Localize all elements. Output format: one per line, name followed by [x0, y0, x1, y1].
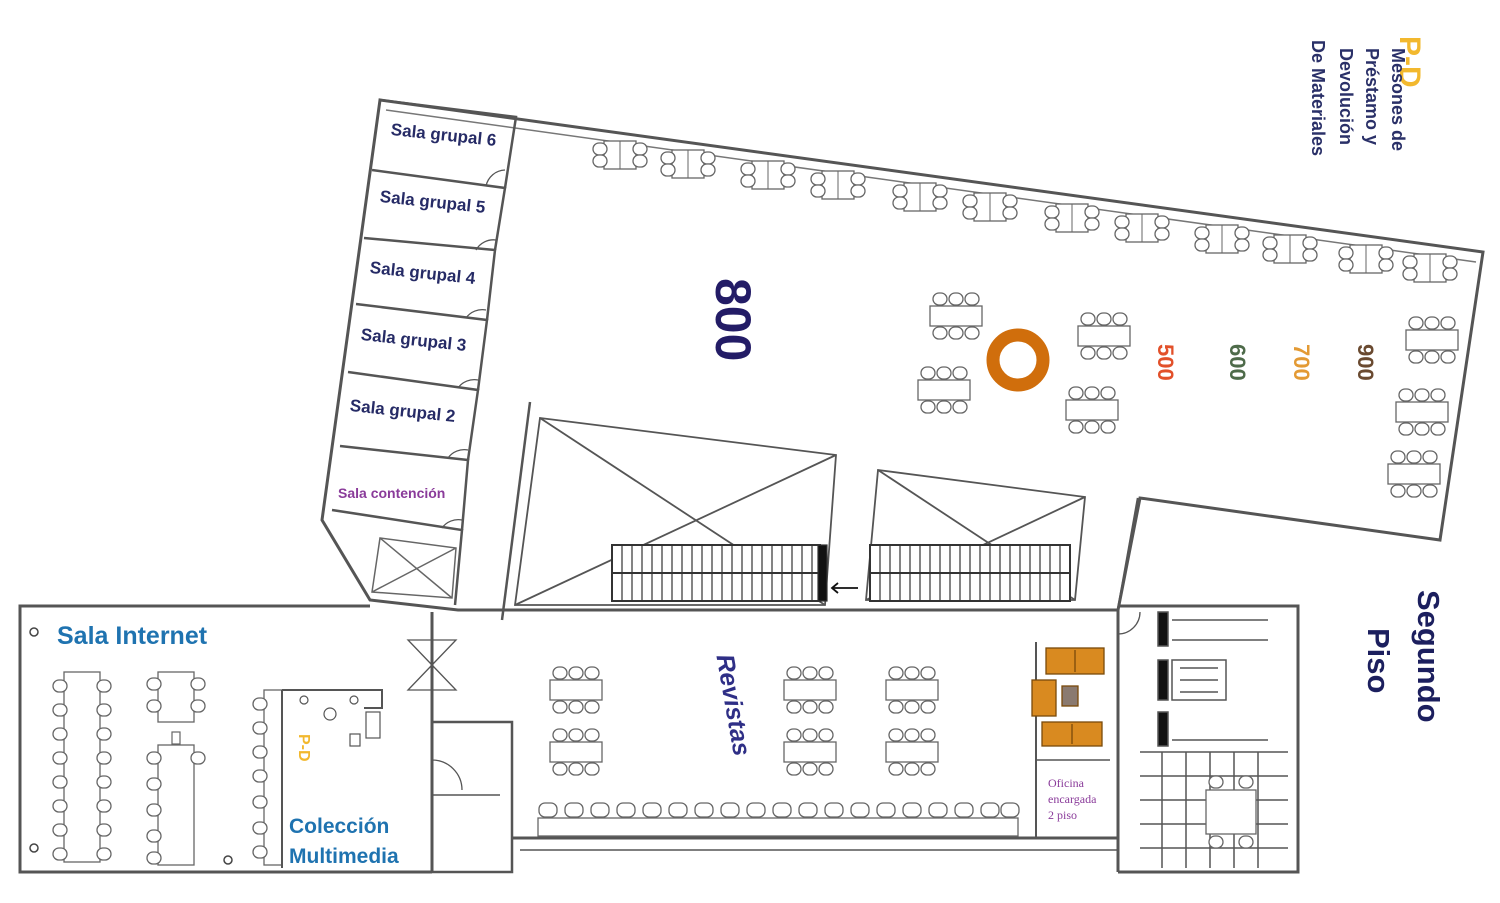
floor-title-line-1: Segundo: [1411, 590, 1446, 723]
legend-line-4: De Materiales: [1308, 40, 1328, 157]
stair-core: [1140, 611, 1288, 868]
label-sala-internet: Sala Internet: [57, 622, 208, 650]
label-sala-contencion: Sala contención: [338, 485, 446, 501]
section-500: 500: [1153, 344, 1178, 381]
multimedia-room: [281, 689, 383, 868]
east-table: [1205, 775, 1257, 849]
direction-arrow: [830, 582, 858, 594]
floor-title-line-2: Piso: [1361, 628, 1396, 694]
section-900: 900: [1353, 344, 1378, 381]
upper-wing: [320, 98, 1485, 621]
office-sofas: [1031, 647, 1105, 747]
label-coleccion-1: Colección: [289, 815, 390, 838]
stairs-right: [869, 544, 1071, 602]
legend: P-D Mesones de Préstamo y Devolución De …: [1298, 36, 1438, 196]
label-coleccion-2: Multimedia: [289, 845, 399, 868]
legend-line-2: Préstamo y: [1362, 48, 1382, 146]
section-700: 700: [1289, 344, 1314, 381]
internet-desks: [29, 627, 283, 866]
legend-line-3: Devolución: [1336, 48, 1356, 146]
legend-line-1: Mesones de: [1388, 48, 1408, 152]
reading-tables: [918, 293, 1458, 497]
label-oficina-3: 2 piso: [1048, 808, 1078, 822]
group-rooms: [331, 98, 518, 606]
lower-wing: [18, 604, 1300, 874]
service-desk-ring: [986, 328, 1050, 392]
revistas-tables: [537, 667, 1020, 837]
label-pd-marker: P-D: [295, 734, 312, 762]
label-oficina-2: encargada: [1048, 792, 1097, 806]
shaft-box: [371, 537, 457, 599]
label-oficina-1: Oficina: [1048, 776, 1084, 790]
section-600: 600: [1225, 344, 1250, 381]
section-800: 800: [705, 278, 761, 362]
upper-wing-outline: [320, 98, 1485, 612]
stairs-left: [611, 544, 828, 602]
